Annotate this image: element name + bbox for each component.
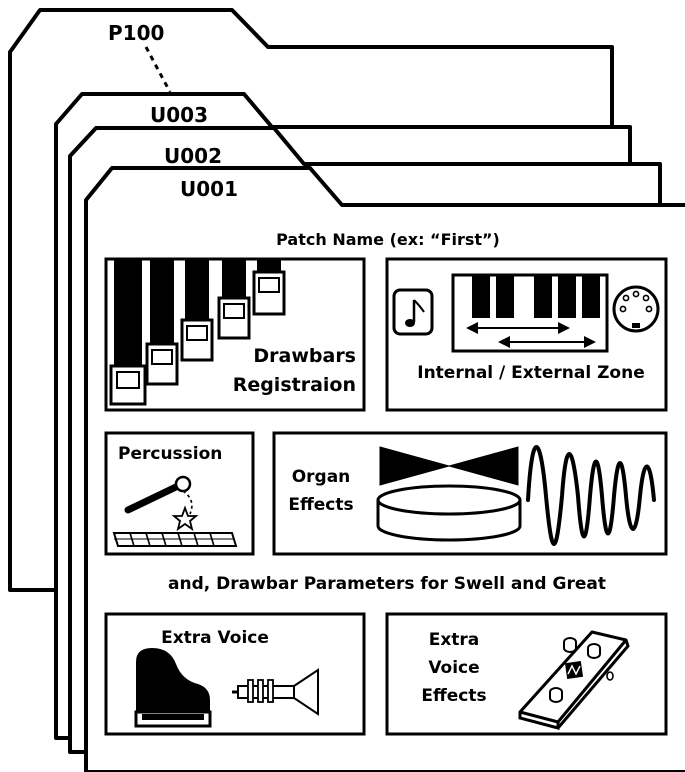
- percussion-label: Percussion: [118, 444, 222, 464]
- extra-voice-effects-label-line2: Voice: [428, 658, 479, 678]
- folder-label-u002: U002: [164, 144, 222, 168]
- organ-effects-label-line1: Organ: [292, 467, 351, 487]
- folder-label-u001: U001: [180, 177, 238, 201]
- organ-effects-panel: Organ Effects: [274, 433, 666, 554]
- extra-voice-panel: Extra Voice: [106, 614, 364, 734]
- drawbars-panel: Drawbars Registraion: [106, 259, 364, 410]
- music-note-icon: [394, 290, 432, 334]
- drawbars-label-line1: Drawbars: [253, 345, 356, 367]
- organ-effects-label-line2: Effects: [288, 495, 353, 515]
- extra-voice-label: Extra Voice: [161, 628, 269, 648]
- patch-name-label: Patch Name (ex: “First”): [276, 230, 500, 249]
- zone-label: Internal / External Zone: [417, 363, 645, 383]
- folder-label-u003: U003: [150, 103, 208, 127]
- keyboard-icon: [453, 275, 607, 351]
- drawbars-label-line2: Registraion: [233, 374, 356, 396]
- drawbar-parameters-label: and, Drawbar Parameters for Swell and Gr…: [168, 574, 606, 594]
- extra-voice-effects-panel: Extra Voice Effects: [387, 614, 666, 734]
- extra-voice-effects-label-line1: Extra: [429, 630, 480, 650]
- zone-panel: Internal / External Zone: [387, 259, 666, 410]
- folder-label-p100: P100: [108, 21, 164, 45]
- extra-voice-effects-label-line3: Effects: [421, 686, 486, 706]
- midi-connector-icon: [614, 287, 658, 331]
- percussion-panel: Percussion: [106, 433, 253, 554]
